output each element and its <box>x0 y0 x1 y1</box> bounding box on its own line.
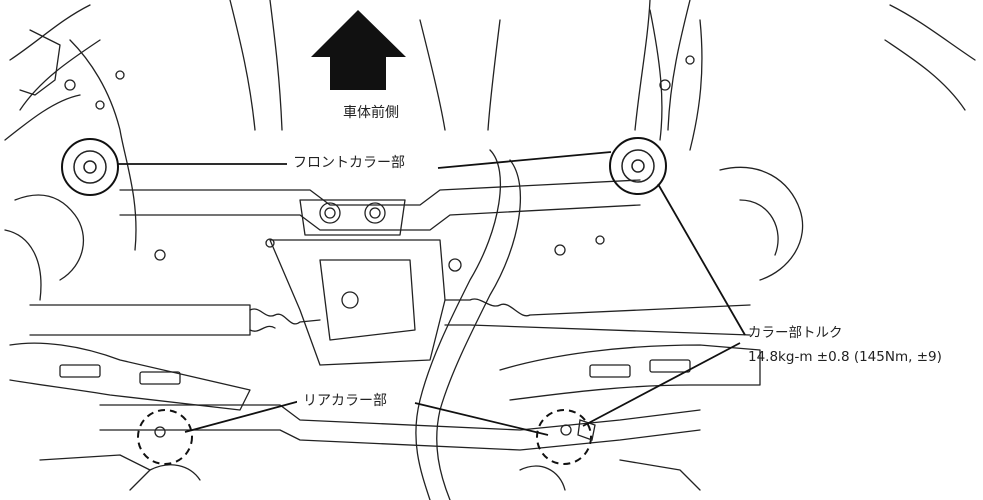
rear-collar-label: リアカラー部 <box>297 392 393 410</box>
front-arrow-icon <box>311 10 406 90</box>
front-collar-markers <box>61 137 667 196</box>
front-collar-left-circle <box>61 138 119 196</box>
rear-collar-markers <box>137 409 592 465</box>
torque-title: カラー部トルク <box>748 325 843 341</box>
front-direction-label: 車体前側 <box>337 104 405 122</box>
leader-lines <box>117 151 746 436</box>
torque-spec: カラー部トルク 14.8kg-m ±0.8 (145Nm, ±9) <box>748 321 942 369</box>
torque-value: 14.8kg-m ±0.8 (145Nm, ±9) <box>748 349 942 365</box>
rear-collar-left-circle <box>137 409 193 465</box>
chassis-illustration <box>4 0 976 500</box>
rear-collar-right-circle <box>536 409 592 465</box>
front-collar-right-circle <box>609 137 667 195</box>
front-collar-label: フロントカラー部 <box>287 154 411 172</box>
